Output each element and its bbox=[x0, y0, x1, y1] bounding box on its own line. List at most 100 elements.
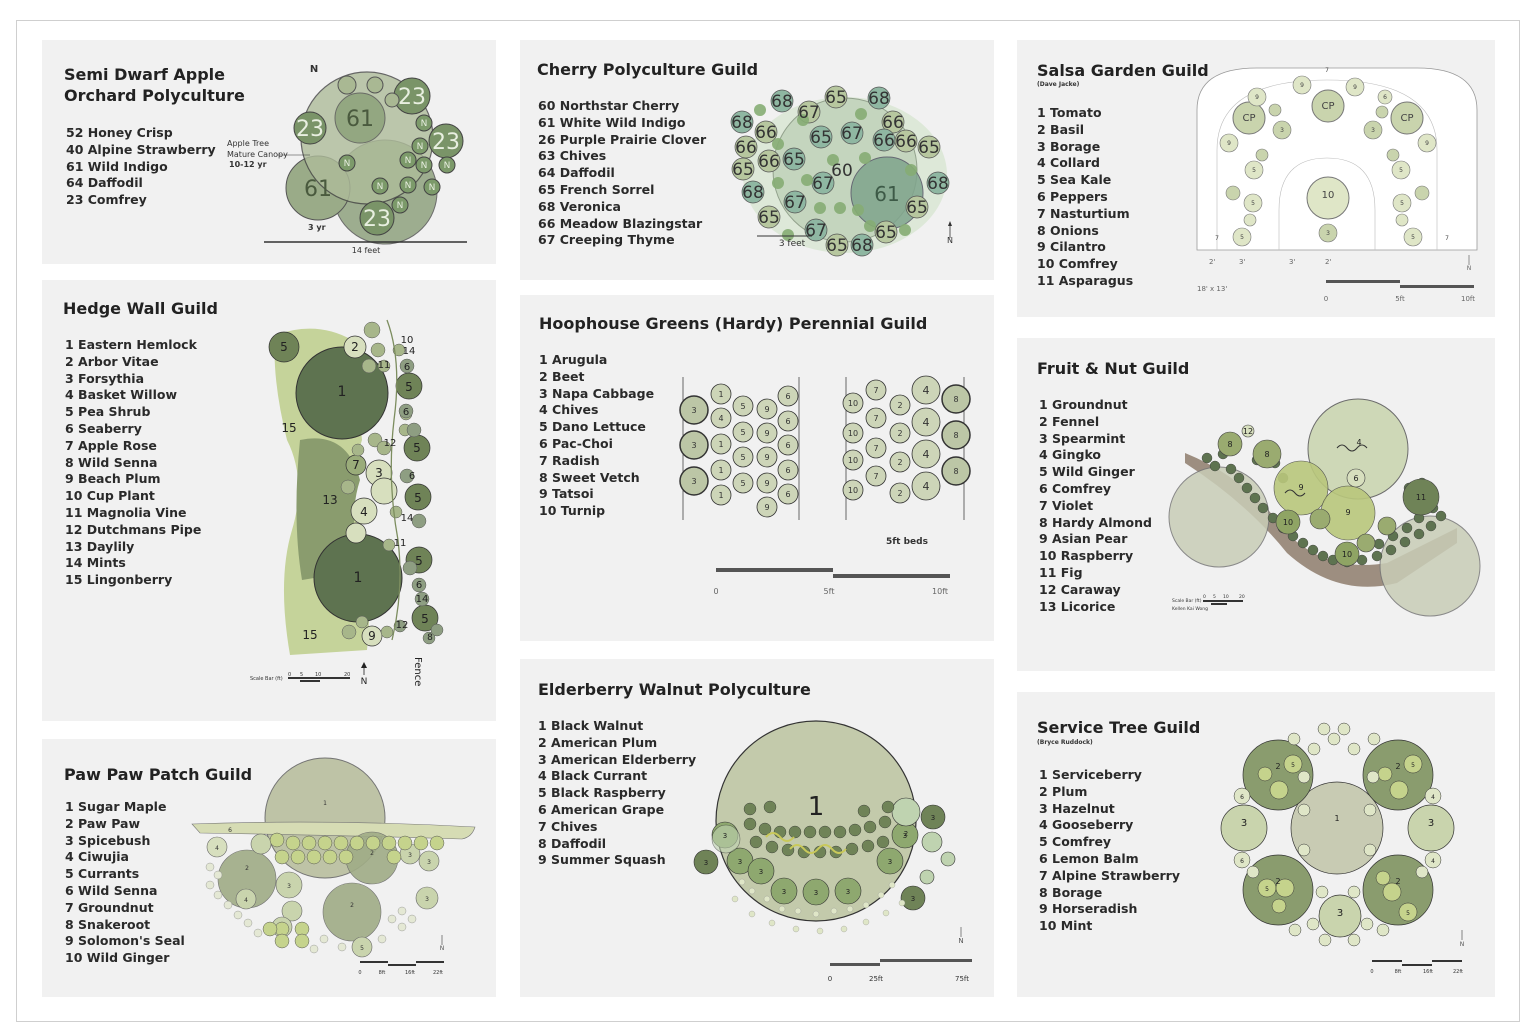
svg-text:15: 15 bbox=[302, 628, 317, 642]
legend-item: 4 Chives bbox=[539, 402, 599, 418]
panel-apple-guild: Semi Dwarf Apple Orchard Polyculture 52 … bbox=[42, 40, 496, 264]
poster-frame bbox=[16, 20, 1520, 1022]
scale-bar-label: Scale Bar (ft) bbox=[250, 676, 283, 682]
legend-item: 26 Purple Prairie Clover bbox=[538, 131, 707, 147]
svg-text:68: 68 bbox=[742, 183, 764, 203]
svg-text:61: 61 bbox=[346, 107, 374, 132]
legend-item: 61 White Wild Indigo bbox=[538, 114, 686, 130]
fruit-credit: Kellen Kai Wong bbox=[1172, 606, 1208, 612]
scale-tick: 10 bbox=[315, 672, 321, 678]
north-arrow-icon: N bbox=[958, 937, 963, 945]
svg-text:N: N bbox=[417, 142, 424, 152]
svg-text:5: 5 bbox=[740, 402, 745, 411]
legend-item: 52 Honey Crisp bbox=[66, 125, 173, 140]
hoop-legend: 1 Arugula 2 Beet 3 Napa Cabbage 4 Chives… bbox=[539, 352, 654, 520]
svg-text:4: 4 bbox=[244, 897, 248, 904]
svg-text:66: 66 bbox=[758, 152, 780, 172]
svg-text:7: 7 bbox=[1215, 235, 1219, 242]
legend-item: 8 Hardy Almond bbox=[1039, 514, 1152, 530]
svg-text:4: 4 bbox=[923, 384, 930, 397]
legend-item: 3 Hazelnut bbox=[1039, 800, 1115, 816]
svg-text:5: 5 bbox=[740, 479, 745, 488]
svg-text:66: 66 bbox=[735, 138, 757, 158]
legend-item: 1 Arugula bbox=[539, 352, 608, 367]
pawpaw-title: Paw Paw Patch Guild bbox=[64, 765, 253, 784]
legend-item: 2 Basil bbox=[1037, 121, 1085, 137]
svg-text:11: 11 bbox=[1416, 493, 1426, 502]
apple-scale-label: 14 feet bbox=[352, 246, 381, 255]
svg-text:12: 12 bbox=[384, 438, 397, 449]
svg-text:23: 23 bbox=[398, 85, 426, 110]
svg-text:10: 10 bbox=[848, 399, 858, 408]
svg-text:3: 3 bbox=[903, 832, 907, 840]
svg-text:66: 66 bbox=[895, 132, 917, 152]
legend-item: 9 Summer Squash bbox=[538, 852, 666, 868]
legend-item: 7 Alpine Strawberry bbox=[1039, 867, 1180, 883]
svg-text:2: 2 bbox=[897, 429, 902, 438]
apple-young-age: 3 yr bbox=[308, 223, 326, 232]
svg-text:3: 3 bbox=[287, 883, 291, 890]
legend-item: 10 Cup Plant bbox=[65, 488, 155, 504]
legend-item: 5 Sea Kale bbox=[1037, 172, 1112, 188]
legend-item: 5 Dano Lettuce bbox=[539, 419, 646, 435]
svg-text:65: 65 bbox=[810, 128, 832, 148]
svg-text:3: 3 bbox=[931, 814, 935, 822]
legend-item: 2 Paw Paw bbox=[65, 815, 141, 831]
hedge-legend: 1 Eastern Hemlock 2 Arbor Vitae 3 Forsyt… bbox=[65, 337, 201, 589]
svg-text:68: 68 bbox=[771, 92, 793, 112]
fruit-title: Fruit & Nut Guild bbox=[1037, 359, 1190, 378]
svg-text:10: 10 bbox=[401, 335, 414, 346]
legend-item: 2 Plum bbox=[1039, 783, 1088, 799]
svg-text:9: 9 bbox=[1227, 140, 1231, 147]
legend-item: 6 Peppers bbox=[1037, 188, 1108, 204]
legend-item: 3 Spearmint bbox=[1039, 430, 1126, 446]
salsa-legend: 1 Tomato 2 Basil 3 Borage 4 Collard 5 Se… bbox=[1037, 105, 1133, 290]
svg-text:5: 5 bbox=[1400, 200, 1404, 207]
pawpaw-legend: 1 Sugar Maple 2 Paw Paw 3 Spicebush 4 Ci… bbox=[65, 799, 185, 967]
svg-text:9: 9 bbox=[1425, 140, 1429, 147]
legend-item: 10 Turnip bbox=[539, 503, 606, 519]
legend-item: 67 Creeping Thyme bbox=[538, 232, 675, 248]
elder-title: Elderberry Walnut Polyculture bbox=[538, 680, 811, 699]
svg-text:15: 15 bbox=[281, 421, 296, 435]
legend-item: 4 Ciwujia bbox=[65, 849, 129, 865]
scale-tick: 0 bbox=[1203, 594, 1206, 600]
legend-item: 12 Dutchmans Pipe bbox=[65, 521, 202, 537]
legend-item: 23 Comfrey bbox=[66, 192, 147, 208]
svg-text:67: 67 bbox=[798, 103, 820, 123]
legend-item: 8 Daffodil bbox=[538, 835, 607, 851]
svg-text:6: 6 bbox=[409, 471, 415, 482]
svg-text:9: 9 bbox=[1298, 483, 1303, 492]
svg-text:3: 3 bbox=[759, 868, 763, 876]
hedge-fence-label: Fence bbox=[412, 657, 423, 686]
apple-legend: 52 Honey Crisp 40 Alpine Strawberry 61 W… bbox=[66, 125, 216, 209]
scale-tick: 5 bbox=[300, 672, 303, 678]
svg-text:2: 2 bbox=[350, 902, 354, 909]
legend-item: 9 Asian Pear bbox=[1039, 531, 1128, 547]
panel-hedge-guild: Hedge Wall Guild 1 Eastern Hemlock 2 Arb… bbox=[42, 280, 496, 721]
apple-canopy-label: Apple Tree bbox=[227, 139, 269, 148]
svg-text:3: 3 bbox=[691, 477, 696, 486]
svg-text:1: 1 bbox=[808, 792, 825, 822]
svg-text:1: 1 bbox=[718, 440, 723, 449]
svg-text:66: 66 bbox=[882, 113, 904, 133]
legend-item: 2 American Plum bbox=[538, 734, 658, 750]
svg-text:23: 23 bbox=[296, 117, 324, 142]
scale-tick: 0 bbox=[288, 672, 291, 678]
svg-text:3: 3 bbox=[911, 895, 915, 903]
svg-text:5: 5 bbox=[405, 380, 413, 394]
svg-text:10: 10 bbox=[1322, 190, 1335, 201]
svg-text:5: 5 bbox=[421, 612, 429, 626]
svg-text:10: 10 bbox=[1283, 518, 1293, 527]
svg-text:6: 6 bbox=[416, 580, 422, 591]
scale-tick: 10ft bbox=[1461, 295, 1475, 303]
svg-text:3: 3 bbox=[723, 832, 727, 840]
svg-text:7: 7 bbox=[873, 386, 878, 395]
svg-text:11: 11 bbox=[378, 360, 391, 371]
svg-text:5: 5 bbox=[1251, 200, 1255, 207]
scale-tick: 16ft bbox=[405, 970, 415, 976]
